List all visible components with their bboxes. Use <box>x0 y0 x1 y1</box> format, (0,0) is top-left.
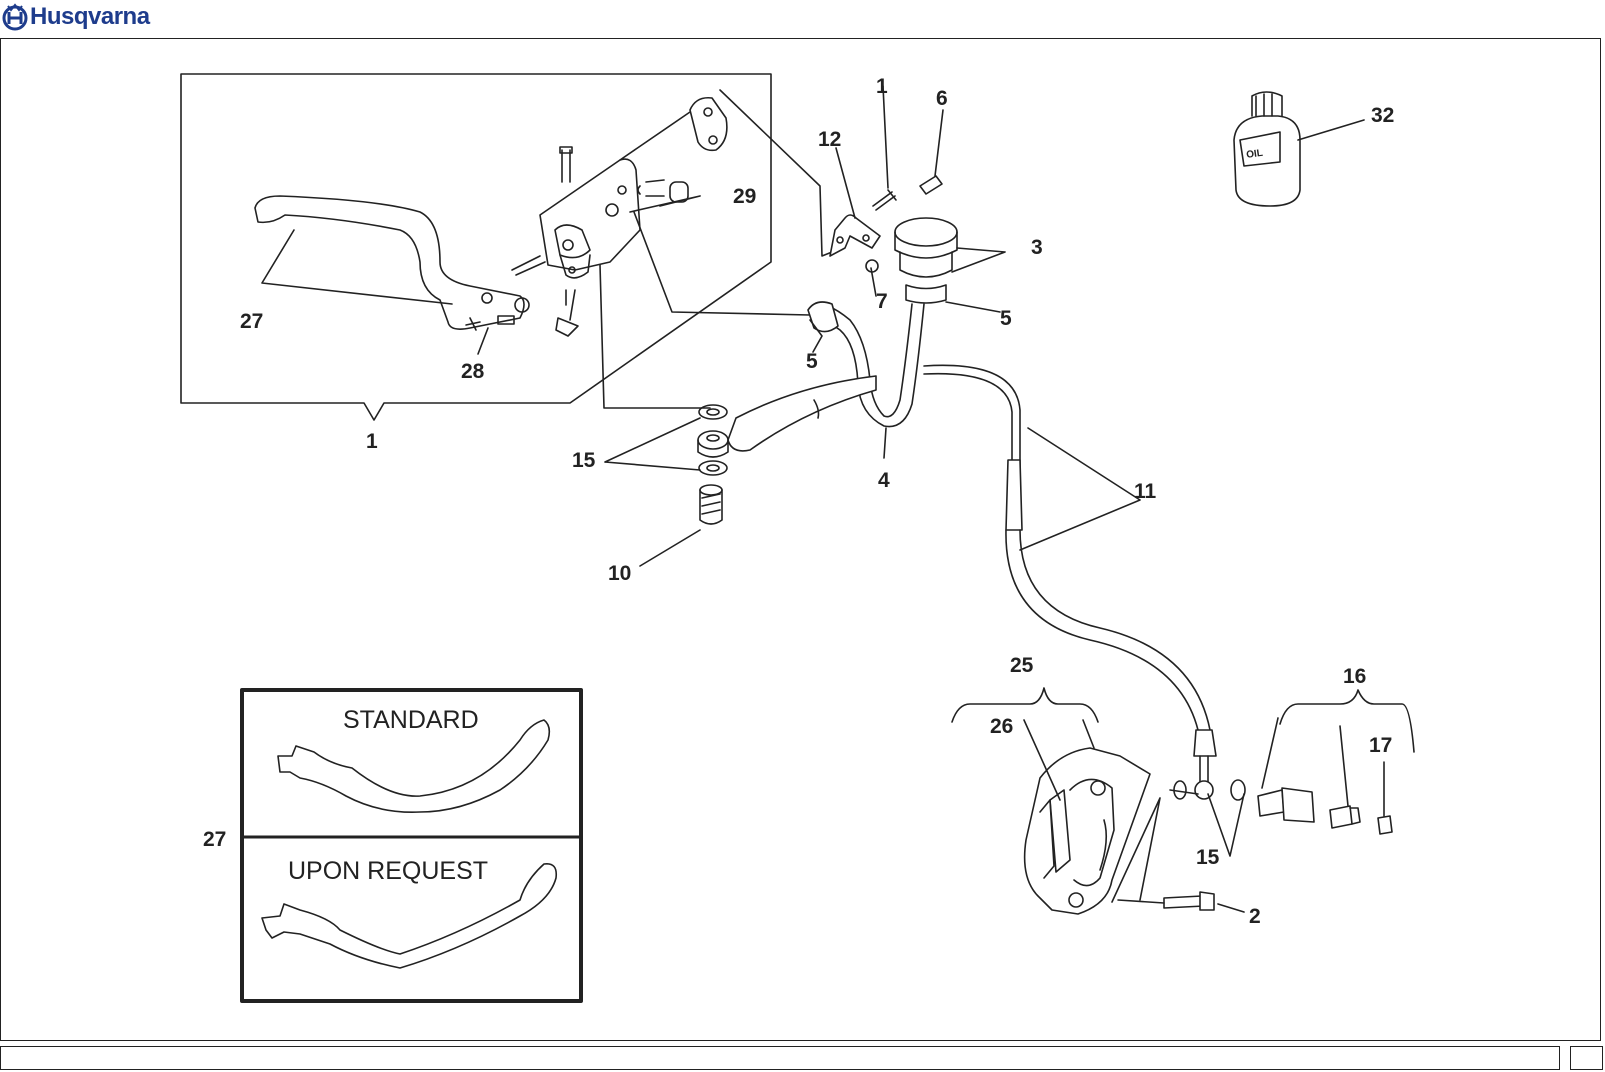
master-cylinder-body <box>540 159 640 270</box>
callout-32: 32 <box>1371 104 1394 127</box>
callout-17: 17 <box>1369 734 1392 757</box>
bottle-label: OIL <box>1246 148 1264 161</box>
lever-options-box <box>242 690 581 1001</box>
bleeder-screw <box>1330 806 1352 828</box>
reservoir-bracket <box>830 215 880 256</box>
callout-6: 6 <box>936 87 948 110</box>
handlebar-clamp <box>690 98 727 151</box>
callout-10: 10 <box>608 562 631 585</box>
lever-option-upon-request: UPON REQUEST <box>288 857 488 885</box>
callout-1-group: 1 <box>366 430 378 453</box>
callout-4: 4 <box>878 469 890 492</box>
callout-1-top: 1 <box>876 75 888 98</box>
callout-5-right: 5 <box>1000 307 1012 330</box>
footer-bar <box>0 1046 1560 1070</box>
brake-lever-part <box>255 196 524 329</box>
callout-27: 27 <box>240 310 263 333</box>
callout-5-left: 5 <box>806 350 818 373</box>
callout-26: 26 <box>990 715 1013 738</box>
lever-option-standard: STANDARD <box>343 706 479 734</box>
callout-27-box: 27 <box>203 828 226 851</box>
callout-28: 28 <box>461 360 485 383</box>
master-cylinder-banjo <box>728 376 876 451</box>
callout-12: 12 <box>818 128 841 151</box>
callout-25: 25 <box>1010 654 1034 677</box>
reservoir-cap <box>895 218 957 246</box>
caliper-bolt <box>1164 896 1204 908</box>
callout-7: 7 <box>876 290 888 313</box>
callout-15-top: 15 <box>572 449 596 472</box>
bleeder-fitting <box>1258 790 1284 816</box>
brake-caliper <box>1025 748 1150 914</box>
callout-29: 29 <box>733 185 756 208</box>
brake-line <box>924 365 1020 470</box>
callout-11: 11 <box>1134 480 1157 503</box>
callout-15-bottom: 15 <box>1196 846 1220 869</box>
footer-page-box <box>1570 1046 1603 1070</box>
callout-16: 16 <box>1343 665 1366 688</box>
callout-2: 2 <box>1249 905 1261 928</box>
hose-fitting <box>808 302 838 332</box>
callout-3: 3 <box>1031 236 1043 259</box>
